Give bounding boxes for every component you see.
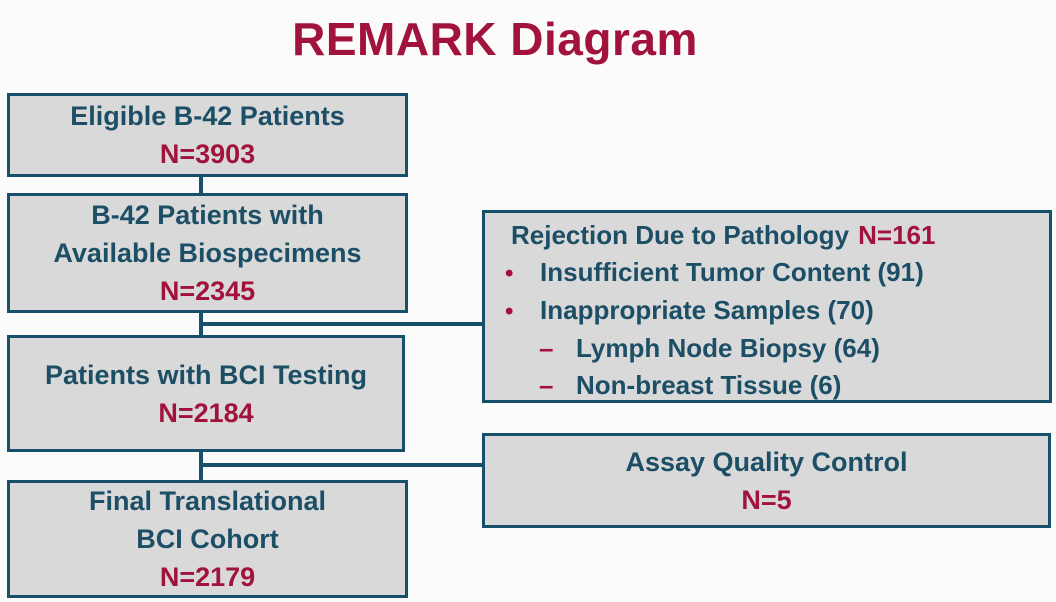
flow-box-label: Eligible B-42 Patients: [70, 101, 345, 131]
exclusion-title-text: Assay Quality Control: [625, 446, 908, 477]
connector-line-vertical-1: [199, 175, 203, 195]
flow-box-bci-testing: Patients with BCI Testing N=2184: [7, 335, 405, 452]
flow-box-final-bci-cohort: Final Translational BCI Cohort N=2179: [7, 480, 408, 598]
flow-box-count: N=2179: [159, 562, 256, 592]
flow-box-available-biospecimens: B-42 Patients with Available Biospecimen…: [7, 193, 408, 313]
flow-box-count: N=2184: [158, 397, 254, 428]
exclusion-item-text: Lymph Node Biopsy (64): [576, 333, 880, 363]
bullet-icon: •: [505, 298, 514, 325]
flow-box-label: BCI Cohort: [136, 524, 279, 554]
flow-box-label: B-42 Patients with: [91, 200, 324, 230]
connector-line-to-pathology: [199, 322, 484, 326]
exclusion-count: N=5: [741, 484, 792, 515]
exclusion-item-text: Inappropriate Samples (70): [540, 295, 874, 325]
exclusion-count: N=161: [858, 220, 936, 250]
dash-icon: –: [539, 370, 554, 400]
flow-box-count: N=3903: [159, 139, 256, 169]
flow-box-count: N=2345: [159, 276, 256, 306]
flow-box-label: Final Translational: [88, 486, 327, 516]
flow-box-eligible-patients: Eligible B-42 Patients N=3903: [7, 93, 408, 177]
dash-icon: –: [539, 333, 554, 363]
exclusion-title-text: Rejection Due to Pathology: [511, 220, 850, 250]
exclusion-item-text: Non-breast Tissue (6): [576, 370, 842, 400]
page-title: REMARK Diagram: [292, 13, 698, 65]
bullet-icon: •: [505, 260, 514, 287]
flow-box-label: Patients with BCI Testing: [44, 359, 368, 390]
exclusion-item: • Inappropriate Samples (70): [485, 292, 1049, 330]
exclusion-box-pathology: Rejection Due to Pathology N=161 • Insuff…: [482, 210, 1052, 403]
exclusion-item: • Insufficient Tumor Content (91): [485, 254, 1049, 292]
flow-box-label: Available Biospecimens: [53, 238, 362, 268]
exclusion-subitem: – Lymph Node Biopsy (64): [485, 330, 1049, 367]
exclusion-subitem: – Non-breast Tissue (6): [485, 367, 1049, 404]
connector-line-to-assay-qc: [199, 463, 484, 467]
exclusion-box-assay-qc: Assay Quality Control N=5: [482, 433, 1051, 528]
exclusion-item-text: Insufficient Tumor Content (91): [540, 257, 924, 287]
exclusion-title: Rejection Due to Pathology N=161: [485, 217, 1049, 254]
